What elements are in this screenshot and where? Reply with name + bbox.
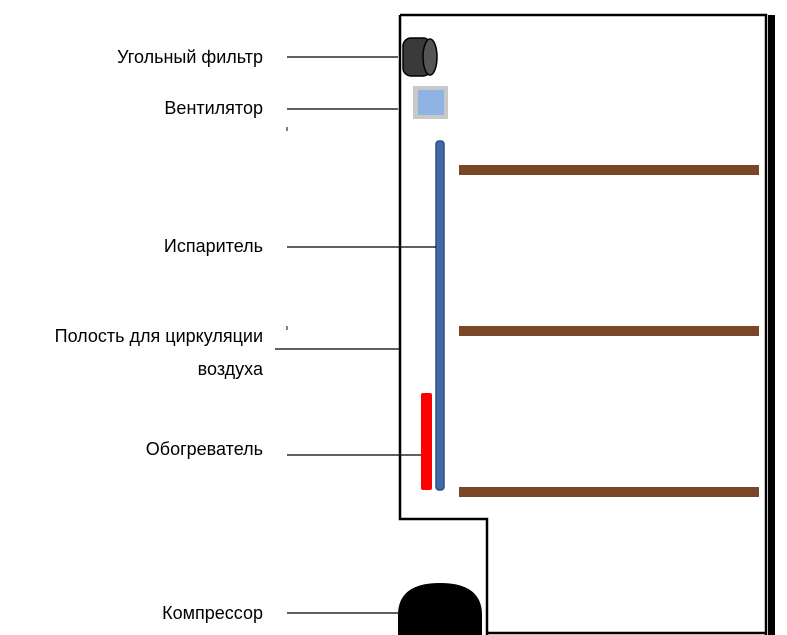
label-carbon-filter: Угольный фильтр xyxy=(117,47,263,67)
label-heater: Обогреватель xyxy=(145,439,263,459)
label-compressor: Компрессор xyxy=(162,603,263,623)
fridge-body-outline xyxy=(398,13,768,635)
heater-icon xyxy=(421,393,432,490)
label-fan: Вентилятор xyxy=(164,98,263,118)
evaporator-icon xyxy=(435,140,445,491)
label-evaporator: Испаритель xyxy=(163,236,263,256)
shelf-top xyxy=(459,165,759,175)
shelf-middle xyxy=(459,326,759,336)
label-air-cavity-line1: Полость для циркуляции xyxy=(54,326,263,346)
fridge-right-wall xyxy=(768,15,775,635)
label-air-cavity-line2: воздуха xyxy=(197,359,263,379)
cylinder-icon xyxy=(402,37,438,77)
dome-compressor-icon xyxy=(398,583,482,635)
shelf-bottom xyxy=(459,487,759,497)
